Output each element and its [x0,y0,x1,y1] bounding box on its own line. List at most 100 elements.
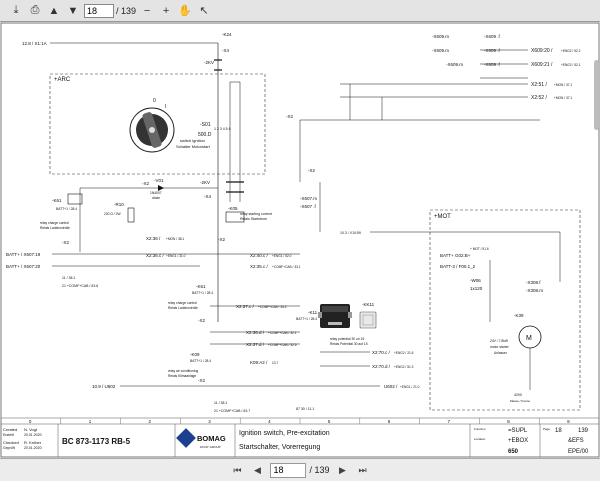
bottom-ref-a: 11 / 38.1 [214,401,227,405]
last-page-icon[interactable]: ⏭ [358,464,367,475]
arc-pins: 1 2 3 4 5 6 [214,127,231,131]
x2-37d-s: +COMF+CAB / 32.5 [268,343,297,347]
x2-37c-s: +COMF+CAB / 33.2 [258,305,287,309]
x2-36b: X2:36 / [146,236,161,241]
page-navigation-bar: ⏮ ◀ / 139 ▶ ⏭ [0,458,600,481]
x2-lower-label: -X2 [308,168,316,173]
k39-desc2: motor starter [490,345,510,349]
k61a-desc2: Relais Ladekontrolle [40,226,70,230]
x2-70d: X2:70.d / [372,364,391,369]
schematic-svg: +ARC 0 I -S01 switch ignition Schalter M… [0,22,600,458]
k39-label: -K39 [514,313,524,318]
k11-label: -K11 [308,310,318,315]
doc-type: &EFS [568,438,584,444]
kk11-relay-base [359,311,377,329]
x2-36d: X2:36.d / [246,330,265,335]
x2kv-b: -2KV [200,180,210,185]
column-number: 0 [29,419,32,424]
r10-resistor [127,207,135,223]
title-de: Startschalter, Vorerregung [239,444,320,451]
scrollbar-thumb[interactable] [594,60,599,130]
u602-left: 10.9 / U602 [92,384,116,389]
x2-k61: -X2 [198,318,206,323]
download-icon[interactable]: ⤓ [13,4,19,16]
switch-pos-0: 0 [153,98,156,104]
k05-relay [225,211,245,223]
k11-desc1: relay potential 30 on 15 [330,337,364,341]
k05-label: -K05 [228,206,238,211]
column-number: 2 [149,419,152,424]
page-val: 18 [555,428,562,434]
x607-19: BATT+ / X607:19 [6,252,41,257]
v01-desc2: diode [152,196,160,200]
x2-70d-s: +ENG2 / 51.3 [394,365,414,369]
top-left-ref: 12.8 / X1:1A [22,41,47,46]
ground-label: Masse / Frame [510,399,530,403]
first-page-icon[interactable]: ⏮ [233,464,242,475]
checked-date: 20.01.2020 [24,446,42,450]
k09-desc1: relay air conditioning [168,369,198,373]
prev-page-icon[interactable]: ◀ [254,464,261,475]
x607-1: -X607.m [300,196,317,201]
x2-right-label: -X2 [218,237,226,242]
kk11-label: -KK11 [362,302,375,307]
zoom-out-icon[interactable]: − [143,4,151,17]
x609-3: -X609.m [446,62,463,67]
checked-sub: Geprüft [3,446,15,450]
toolbar-page-input[interactable] [84,3,114,18]
x2-k09: -X2 [198,378,206,383]
hand-icon[interactable]: ✋ [178,5,192,17]
rev: EPE/00 [568,449,589,455]
v01-label: -V01 [154,178,164,183]
column-number: 4 [268,419,271,424]
switch-pos-1: I [165,104,166,110]
u602-right-s: +ENG1 / 21.0 [400,385,420,389]
column-number: 5 [328,419,331,424]
x2-mid-label: -X2 [286,114,294,119]
viewer-toolbar: ⤓ ⎙ ▲ ▼ / 139 − + ✋ ↖ [0,0,600,22]
x2-36b-s: +MON / 38.1 [166,237,184,241]
select-icon[interactable]: ↖ [199,5,209,17]
nav-page-input[interactable] [270,462,307,478]
ignition-switch [129,107,175,153]
column-number: 1 [89,419,92,424]
x2-36d-s: +COMF+CAB / 32.1 [268,331,297,335]
arc-label: +ARC [54,77,71,83]
page-down-icon[interactable]: ▼ [67,4,79,17]
x2-36c-s: +ENG1 / 31.0 [166,254,186,258]
created-date: 20.01.2020 [24,433,42,437]
mot-box [429,209,581,411]
x2-70c: X2:70.c / [372,350,391,355]
x609-2: -X609.m [432,48,449,53]
x308-2: -X308.m [526,288,543,293]
bottom-ref-c: 87 30 / 11.1 [296,407,314,411]
x308-1: -X308.f [526,280,541,285]
x2-k61-top: -X2 [62,240,70,245]
title-en: Ignition switch, Pre-excitation [239,430,330,437]
k61b-desc2: Relais Ladekontrolle [168,306,198,310]
print-icon[interactable]: ⎙ [30,4,40,16]
next-page-icon[interactable]: ▶ [339,464,346,475]
doc-val: 650 [508,449,519,455]
s01-desc2: Schalter Motorstart [176,144,211,149]
page-up-icon[interactable]: ▲ [48,4,60,17]
k09-a2-s: 13.7 [272,361,278,365]
x2-52: X2:52 / [531,95,547,101]
x2-40: X2:40.c / [250,253,269,258]
checked-name: R. Kröber [24,440,42,445]
column-number: 9 [567,419,570,424]
x609-1: -X609.m [432,34,449,39]
x2-35: X2:35.c / [250,264,269,269]
bottom-ref-b: 21 +COMF+CAB / 63.7 [214,409,250,413]
k09-ref: BATT+1 / 28.4 [190,359,211,363]
column-number: 3 [208,419,211,424]
zoom-in-icon[interactable]: + [162,4,170,17]
x609-r2s: +ENG2 / 52.1 [561,63,581,67]
x2-52s: +MON / 37.1 [554,96,572,100]
k39-motor-letter: M [526,335,532,342]
x609-1b: -X609 .f [484,34,501,39]
created-sub: Erstellt [3,433,14,437]
k11-desc2: Relais Potential 30 auf 15 [330,342,368,346]
created-name: N. Vogt [24,427,38,432]
of-val: 139 [578,428,589,434]
